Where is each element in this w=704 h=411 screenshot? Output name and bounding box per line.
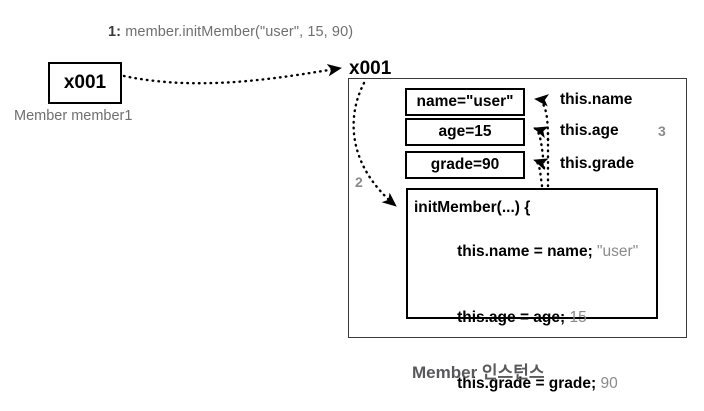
statement-note-grade: 90 [596,375,618,392]
variable-declaration-caption: Member member1 [14,108,133,124]
field-box-age: age=15 [405,118,525,146]
variable-reference-value: x001 [63,72,107,93]
step-marker-2: 2 [355,174,363,190]
instance-reference-label: x001 [349,58,392,79]
step-marker-3: 3 [658,123,666,139]
method-statement-grade: this.grade = grade; 90 [414,351,656,411]
target-label-this-name: this.name [560,91,633,108]
method-signature: initMember(...) { [414,199,531,216]
method-call-expression: member.initMember("user", 15, 90) [121,24,354,40]
variable-reference-box: x001 [48,62,122,104]
method-statement-name: this.name = name; "user" [414,219,656,285]
field-box-grade: grade=90 [405,151,525,179]
statement-note-age: 15 [565,309,587,326]
target-label-this-grade: this.grade [560,155,635,172]
field-box-name: name="user" [405,88,525,116]
statement-code-age: this.age = age; [439,309,566,326]
field-value-grade: grade=90 [430,156,500,173]
arrow-var-to-instance [122,64,343,85]
instance-container [348,78,687,338]
statement-code-name: this.name = name; [439,243,593,260]
field-value-age: age=15 [438,123,492,140]
method-body-box: initMember(...) { this.name = name; "use… [406,188,658,392]
target-label-this-age: this.age [560,122,619,139]
instance-caption: Member 인스턴스 [412,363,545,382]
field-value-name: name="user" [416,93,514,110]
statement-note-name: "user" [592,243,639,260]
method-statement-age: this.age = age; 15 [414,285,656,351]
method-call-label: 1: member.initMember("user", 15, 90) [108,24,353,40]
step-number-1: 1: [108,24,122,40]
statement-code-grade: this.grade = grade; [439,375,597,392]
